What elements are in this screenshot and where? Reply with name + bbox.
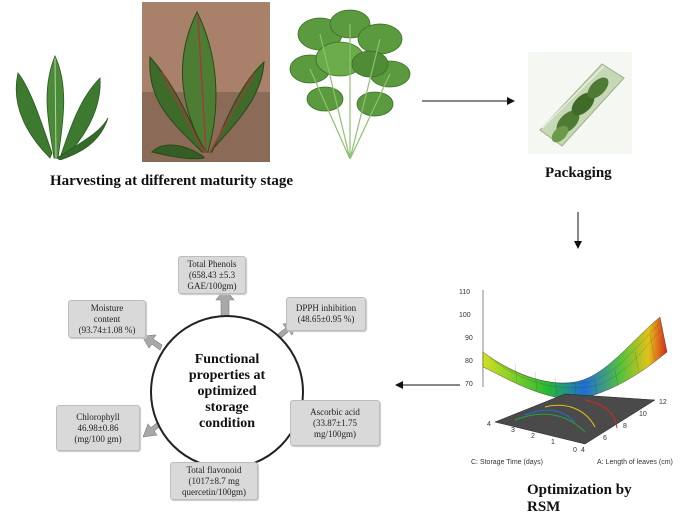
center-line-5: condition xyxy=(199,416,255,432)
chlorophyll-line-1: Chlorophyll xyxy=(76,412,120,423)
phenols-line-1: Total Phenols xyxy=(187,259,236,270)
c-axis-label: C: Storage Time (days) xyxy=(471,459,543,466)
z-tick-80: 80 xyxy=(465,358,473,365)
z-tick-90: 90 xyxy=(465,335,473,342)
chlorophyll-line-2: 46.98±0.86 xyxy=(78,423,119,434)
total-phenols-box: Total Phenols (658.43 ±5.3 GAE/100gm) xyxy=(178,256,246,294)
arrow-to-moisture xyxy=(142,335,162,350)
z-tick-100: 100 xyxy=(459,312,471,319)
total-flavonoid-box: Total flavonoid (1017±8.7 mg quercetin/1… xyxy=(170,462,258,500)
ascorbic-line-3: mg/100gm) xyxy=(314,429,356,440)
center-line-2: properties at xyxy=(189,368,265,384)
c-tick-2: 2 xyxy=(531,433,535,440)
rocket-leaves-photo xyxy=(280,4,422,162)
z-tick-110: 110 xyxy=(459,289,470,296)
functional-properties-circle: Functional properties at optimized stora… xyxy=(150,315,304,469)
ascorbic-acid-box: Ascorbic acid (33.87±1.75 mg/100gm) xyxy=(290,400,380,446)
moisture-line-3: (93.74±1.08 %) xyxy=(79,325,136,336)
flavonoid-line-1: Total flavonoid xyxy=(186,465,241,476)
center-line-4: storage xyxy=(205,400,249,416)
flavonoid-line-2: (1017±8.7 mg xyxy=(189,476,240,487)
chlorophyll-line-3: (mg/100 gm) xyxy=(74,434,121,445)
ascorbic-line-1: Ascorbic acid xyxy=(310,407,360,418)
optimization-label-line-1: Optimization by xyxy=(527,482,632,499)
dpph-line-2: (48.65±0.95 %) xyxy=(298,314,355,325)
optimization-label: Optimization by RSM xyxy=(527,482,632,516)
z-tick-70: 70 xyxy=(465,381,473,388)
flavonoid-line-3: quercetin/100gm) xyxy=(182,487,246,498)
harvesting-label: Harvesting at different maturity stage xyxy=(50,173,293,190)
optimization-label-line-2: RSM xyxy=(527,499,632,516)
spinach-photo xyxy=(0,48,112,160)
c-tick-3: 3 xyxy=(511,427,515,434)
packaged-leaves-photo xyxy=(528,52,632,154)
a-tick-12: 12 xyxy=(659,399,667,406)
a-tick-8: 8 xyxy=(623,423,627,430)
moisture-box: Moisture content (93.74±1.08 %) xyxy=(68,300,146,338)
dpph-box: DPPH inhibition (48.65±0.95 %) xyxy=(286,297,366,331)
dpph-line-1: DPPH inhibition xyxy=(296,303,356,314)
phenols-line-3: GAE/100gm) xyxy=(188,281,237,292)
packaging-label: Packaging xyxy=(545,165,612,182)
moisture-line-2: content xyxy=(94,314,121,325)
c-tick-4: 4 xyxy=(487,421,491,428)
a-tick-4: 4 xyxy=(581,447,585,454)
phenols-line-2: (658.43 ±5.3 xyxy=(189,270,235,281)
ascorbic-line-2: (33.87±1.75 xyxy=(313,418,357,429)
c-tick-1: 1 xyxy=(551,439,555,446)
a-axis-label: A: Length of leaves (cm) xyxy=(597,459,673,466)
chlorophyll-box: Chlorophyll 46.98±0.86 (mg/100 gm) xyxy=(56,405,140,451)
moisture-line-1: Moisture xyxy=(91,303,124,314)
rsm-surface-plot: 110 100 90 80 70 4 3 2 1 0 4 6 8 10 12 C… xyxy=(455,282,685,470)
center-line-3: optimized xyxy=(197,384,256,400)
beet-leaves-photo xyxy=(142,2,270,162)
a-tick-10: 10 xyxy=(639,411,647,418)
c-tick-0: 0 xyxy=(573,447,577,454)
a-tick-6: 6 xyxy=(603,435,607,442)
center-line-1: Functional xyxy=(195,352,260,368)
response-surface xyxy=(483,317,667,400)
